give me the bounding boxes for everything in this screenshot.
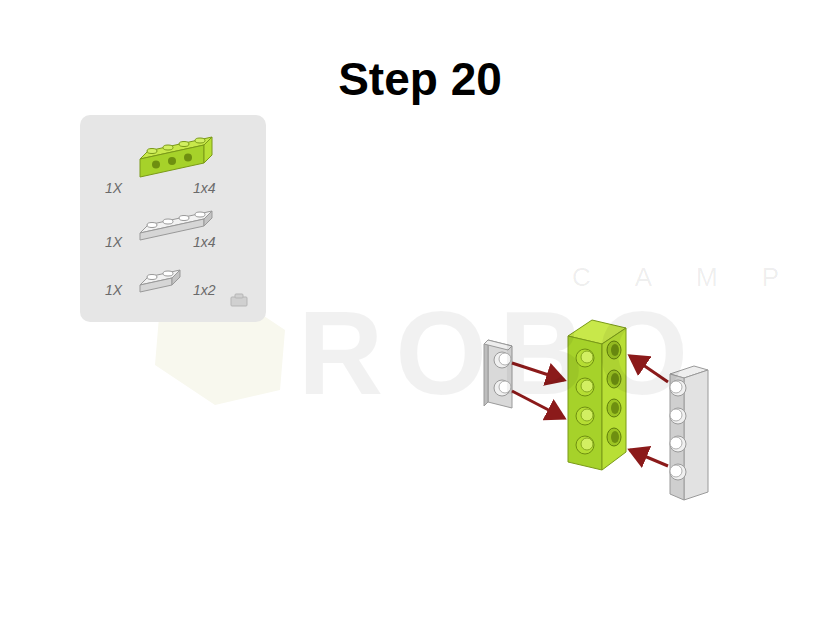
part-technic-brick-1x4 [140, 137, 212, 177]
quantity: 1X [105, 235, 122, 249]
part-size: 1x2 [193, 283, 216, 297]
part-size: 1x4 [193, 235, 216, 249]
part-plate-1x2 [140, 270, 180, 292]
watermark-text: CAMP [572, 264, 823, 290]
part-size: 1x4 [193, 181, 216, 195]
quantity: 1X [105, 283, 122, 297]
scale-icon [231, 294, 247, 306]
step-title: Step 20 [0, 56, 840, 102]
watermark-logo-text: ROBO [298, 294, 700, 412]
quantity: 1X [105, 181, 122, 195]
parts-list-panel: 1X 1x4 1X 1x4 1X 1x2 [80, 115, 266, 322]
